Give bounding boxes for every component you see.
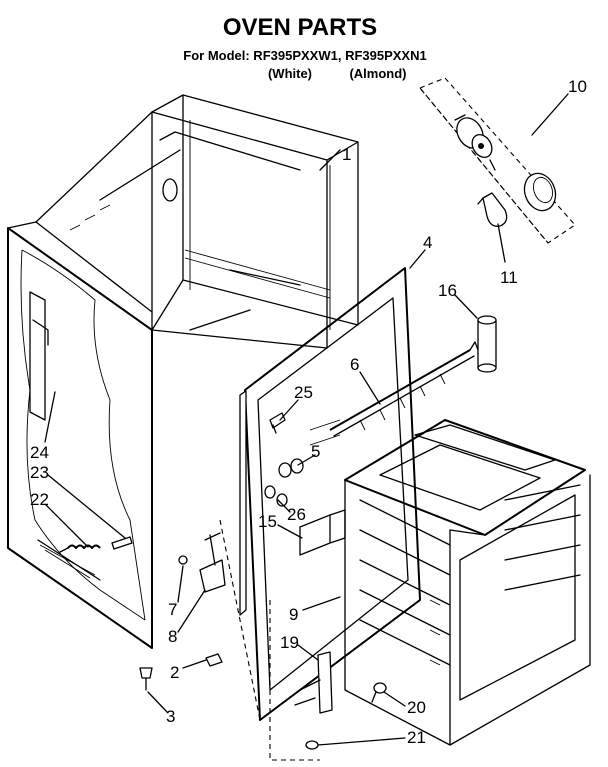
cylinder-16 bbox=[477, 315, 497, 373]
page-title: OVEN PARTS bbox=[223, 14, 377, 41]
leader-lines bbox=[44, 93, 569, 746]
callout-24: 24 bbox=[30, 443, 49, 462]
callout-5: 5 bbox=[311, 442, 320, 461]
washer-21 bbox=[305, 740, 319, 750]
heating-element bbox=[329, 341, 481, 437]
callout-6: 6 bbox=[350, 355, 359, 374]
callout-22: 22 bbox=[30, 490, 49, 509]
callout-21: 21 bbox=[407, 728, 426, 747]
callout-19: 19 bbox=[280, 633, 299, 652]
model-line: For Model: RF395PXXW1, RF395PXXN1 bbox=[183, 48, 426, 63]
callout-15: 15 bbox=[258, 512, 277, 531]
callout-7: 7 bbox=[168, 600, 177, 619]
callout-16: 16 bbox=[438, 281, 457, 300]
callout-11: 11 bbox=[500, 268, 518, 287]
callout-9: 9 bbox=[289, 605, 298, 624]
callout-4: 4 bbox=[423, 233, 432, 252]
callout-26: 26 bbox=[287, 505, 306, 524]
hinge-8 bbox=[199, 532, 226, 593]
callout-10: 10 bbox=[568, 77, 587, 96]
screw-2 bbox=[205, 653, 223, 667]
callout-2: 2 bbox=[170, 663, 179, 682]
front-frame bbox=[239, 267, 421, 721]
light-bulb bbox=[477, 192, 508, 227]
screw-20 bbox=[371, 682, 387, 703]
spring-pin bbox=[111, 536, 133, 550]
guide-line-b bbox=[269, 600, 320, 761]
light-assembly-panel bbox=[419, 77, 576, 244]
callout-20: 20 bbox=[407, 698, 426, 717]
side-panel bbox=[7, 221, 153, 649]
screw-25 bbox=[269, 412, 286, 434]
callout-8: 8 bbox=[168, 627, 177, 646]
oven-cavity bbox=[35, 94, 359, 349]
callout-1: 1 bbox=[342, 145, 351, 164]
part-7 bbox=[178, 555, 188, 565]
oven-rack bbox=[344, 419, 591, 746]
color-almond-label: (Almond) bbox=[349, 66, 406, 81]
hinge-19 bbox=[294, 651, 333, 714]
screw-3 bbox=[139, 667, 153, 691]
bracket-15 bbox=[299, 509, 346, 556]
door-spring bbox=[59, 544, 101, 553]
part-5 bbox=[278, 458, 304, 478]
callout-23: 23 bbox=[30, 463, 49, 482]
part-26 bbox=[264, 485, 288, 507]
callout-25: 25 bbox=[294, 383, 313, 402]
color-white-label: (White) bbox=[268, 66, 312, 81]
callout-3: 3 bbox=[166, 707, 175, 726]
guide-line-a bbox=[219, 519, 261, 721]
